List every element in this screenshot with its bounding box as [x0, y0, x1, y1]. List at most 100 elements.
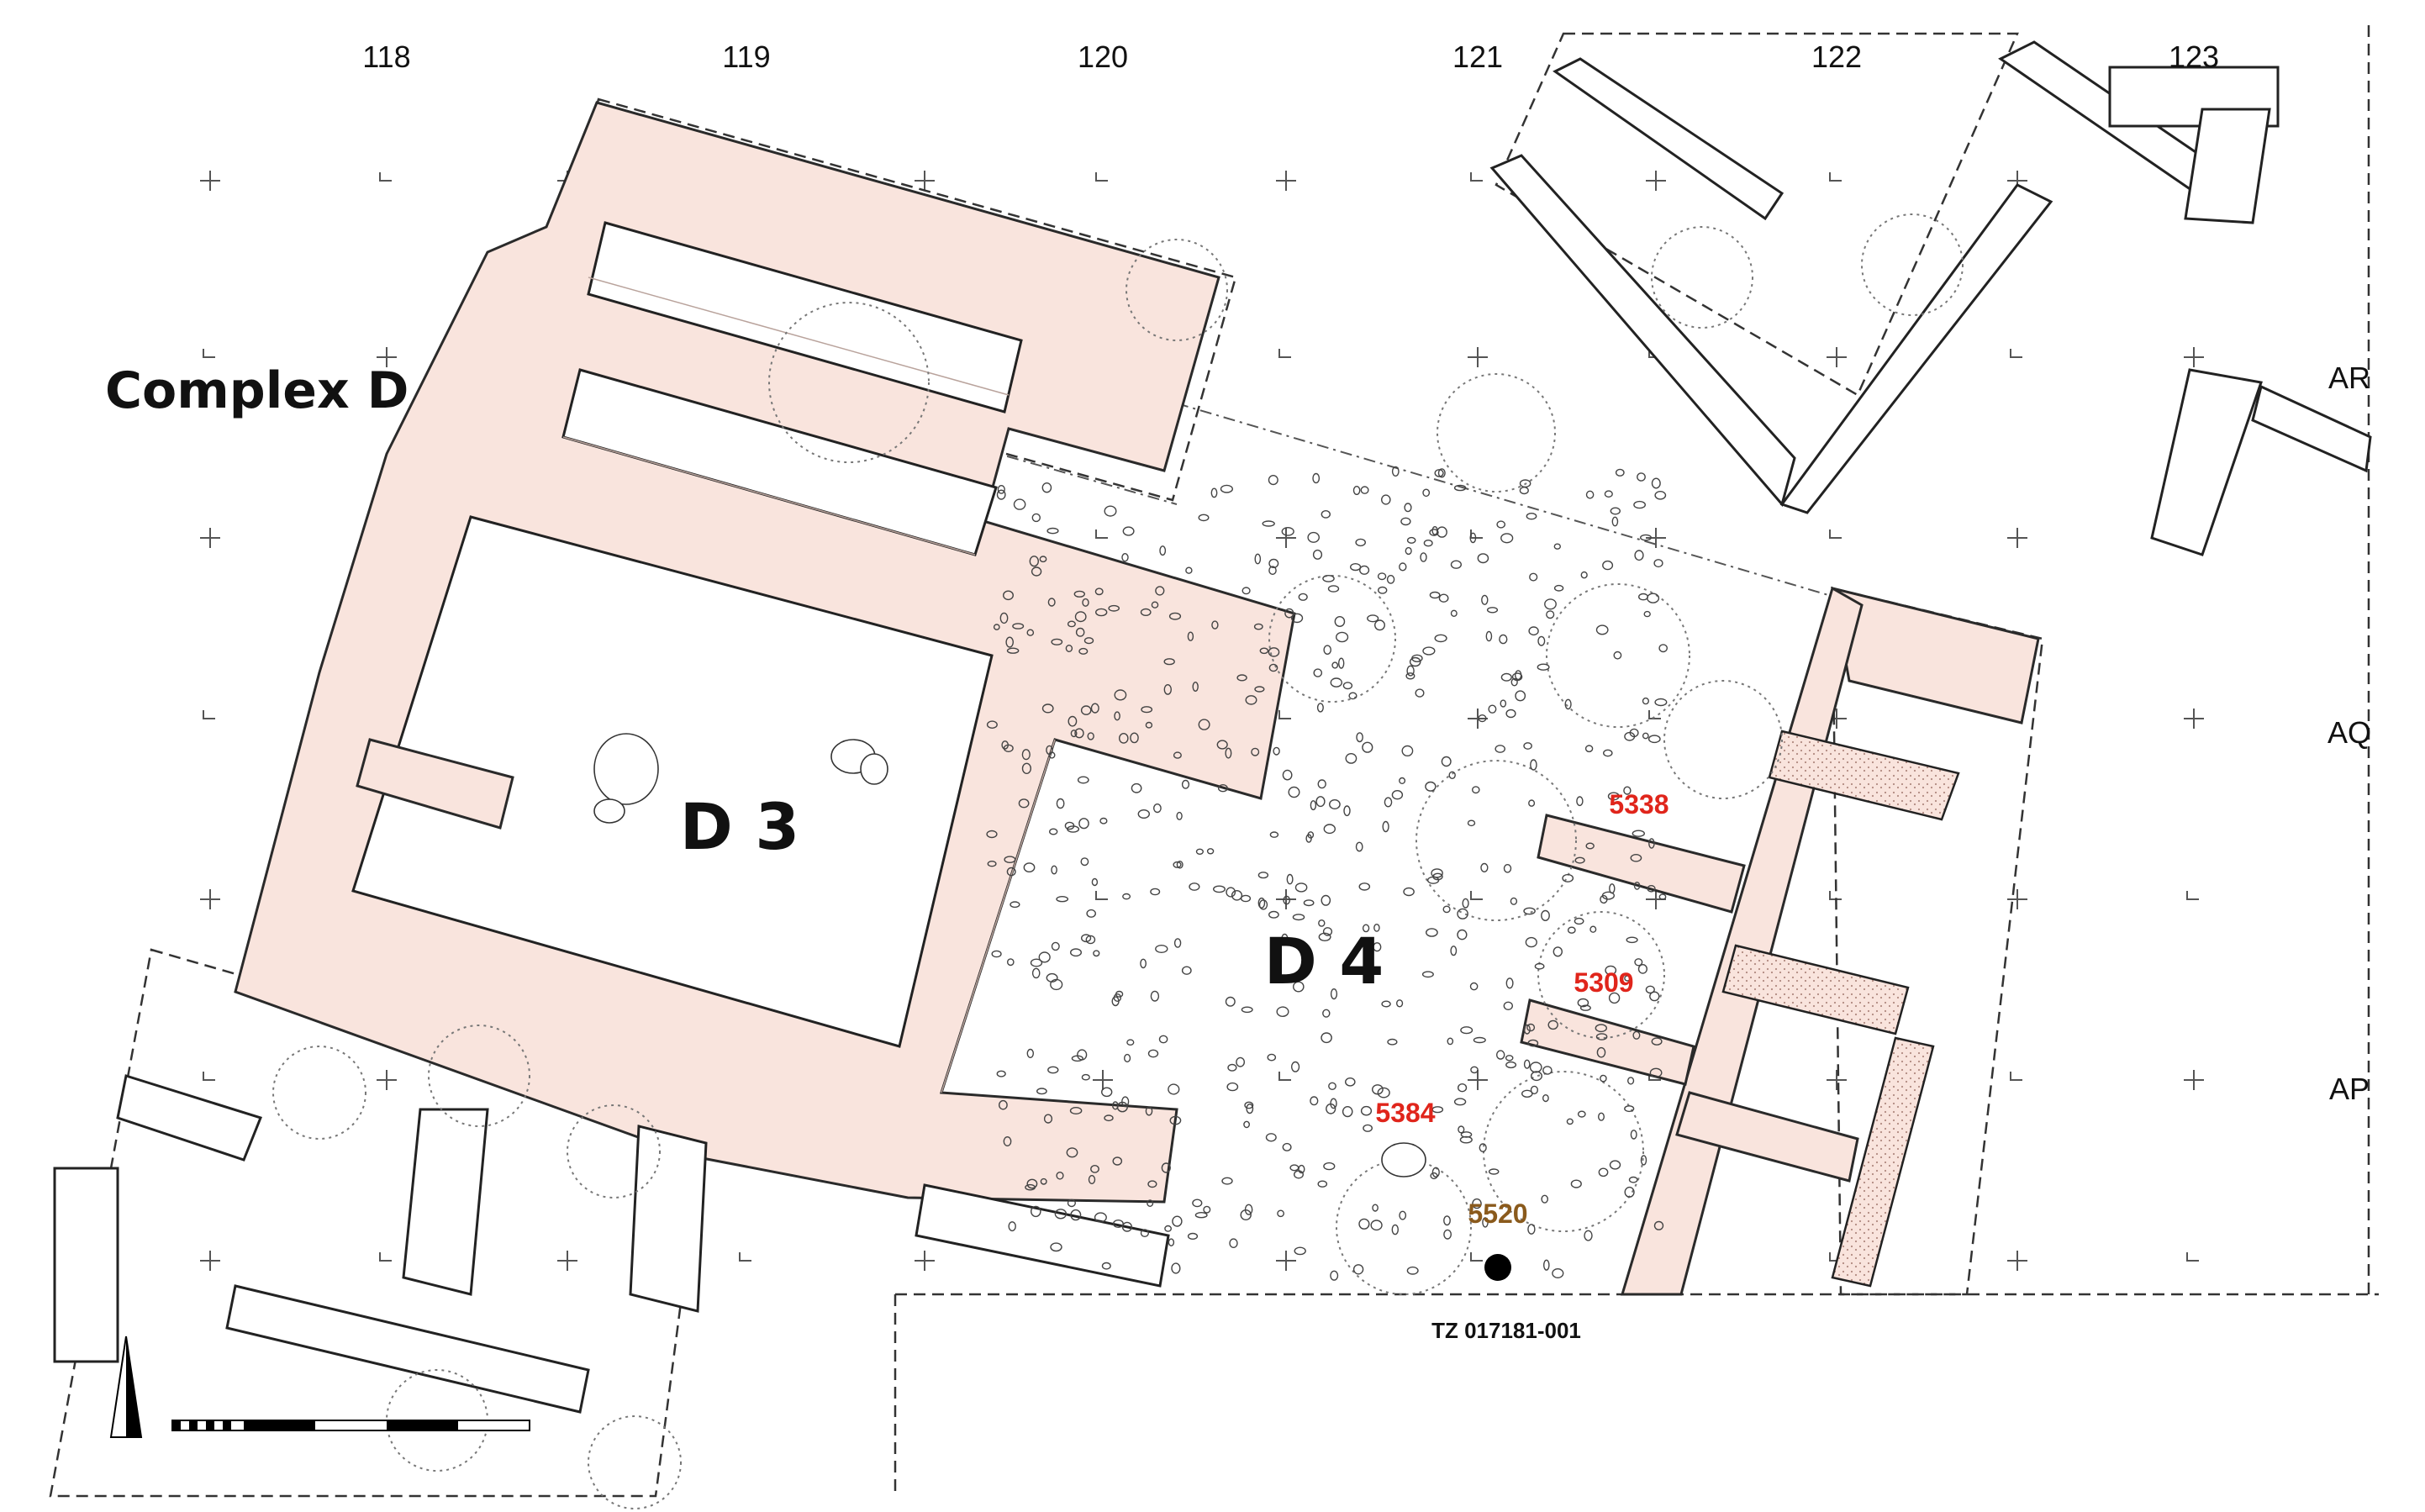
- pebble: [1472, 786, 1480, 794]
- pebble: [1290, 1061, 1300, 1072]
- pebble: [1289, 1164, 1299, 1172]
- pebble: [1437, 526, 1447, 538]
- pebble: [1323, 824, 1336, 835]
- room-label-d3: D 3: [680, 789, 799, 864]
- pebble: [1065, 645, 1073, 653]
- pebble: [1658, 644, 1668, 653]
- pebble: [1589, 925, 1597, 933]
- pebble: [1391, 466, 1400, 477]
- pebble: [986, 830, 998, 839]
- pebble: [1595, 1024, 1608, 1033]
- pebble: [1577, 1110, 1586, 1118]
- pebble: [1080, 705, 1092, 715]
- pebble: [1229, 1238, 1238, 1248]
- pebble: [1051, 941, 1060, 951]
- pebble: [1523, 1024, 1531, 1035]
- pebble: [1322, 927, 1333, 936]
- pebble: [1634, 958, 1643, 967]
- pebble: [1503, 864, 1512, 873]
- pebble: [1521, 1089, 1533, 1098]
- pebble: [1360, 1105, 1373, 1116]
- pebble: [1519, 486, 1529, 495]
- pebble: [1293, 1170, 1304, 1179]
- grid-tick: [739, 1252, 751, 1262]
- pebble: [1078, 647, 1089, 655]
- pebble: [1604, 490, 1613, 498]
- pebble: [1355, 538, 1366, 547]
- pebble: [1438, 593, 1449, 603]
- pebble: [1099, 817, 1108, 824]
- pebble: [1013, 498, 1026, 510]
- pebble: [1391, 1224, 1400, 1235]
- grid-col-121: 121: [1452, 40, 1503, 74]
- pebble: [1245, 695, 1257, 705]
- pebble: [1400, 517, 1411, 526]
- pebble: [1187, 631, 1194, 641]
- pebble: [1029, 556, 1040, 567]
- pebble: [1377, 586, 1388, 594]
- pebble: [1047, 598, 1056, 607]
- pebble: [1313, 668, 1323, 677]
- pebble: [1426, 928, 1438, 937]
- pebble: [1192, 1199, 1203, 1208]
- pebble: [1529, 572, 1538, 582]
- pebble: [1651, 1037, 1663, 1046]
- pebble: [1552, 1267, 1564, 1278]
- pebble: [1159, 545, 1167, 556]
- feature-label-5384: 5384: [1375, 1098, 1435, 1128]
- pebble: [1526, 513, 1537, 520]
- pebble: [1286, 873, 1294, 885]
- pebble: [1259, 647, 1269, 655]
- pebble: [1381, 1000, 1391, 1008]
- pebble: [1021, 762, 1032, 774]
- complex-title: Complex D: [105, 361, 409, 420]
- grid-tick: [1468, 347, 1488, 367]
- pebble: [1041, 482, 1052, 493]
- pebble: [1500, 533, 1514, 544]
- grid-tick: [203, 710, 215, 719]
- pebble: [1505, 977, 1514, 989]
- pebble: [1036, 1088, 1047, 1095]
- pebble: [1362, 924, 1370, 933]
- pebble: [1510, 677, 1518, 687]
- grid-tick: [1468, 709, 1488, 729]
- pebble: [1114, 689, 1127, 701]
- pebble: [1482, 1217, 1489, 1228]
- pebble: [1243, 1120, 1251, 1129]
- pebble: [1542, 1093, 1549, 1103]
- pebble: [1607, 792, 1620, 801]
- pebble: [1546, 610, 1555, 619]
- pebble: [1081, 1073, 1090, 1081]
- pebble: [1001, 740, 1009, 750]
- pebble: [1176, 861, 1184, 869]
- pebble: [1187, 1232, 1199, 1241]
- grid-tick: [1095, 891, 1108, 900]
- pebble: [1609, 1160, 1621, 1170]
- pebble: [1329, 799, 1341, 810]
- pebble: [1121, 553, 1129, 562]
- grid-tick: [1278, 349, 1291, 358]
- pebble: [1356, 732, 1363, 743]
- pebble: [1100, 1087, 1113, 1098]
- pebble: [1443, 1215, 1451, 1226]
- pebble: [1006, 647, 1020, 654]
- pebble: [1088, 1174, 1096, 1184]
- pebble: [1653, 559, 1663, 568]
- pebble: [1023, 862, 1036, 873]
- pebble: [1387, 1038, 1398, 1046]
- pebble: [1085, 935, 1096, 945]
- pebble: [1327, 585, 1340, 593]
- pebble: [1244, 1204, 1253, 1215]
- pebble: [1093, 950, 1100, 957]
- pebble: [1050, 1242, 1062, 1252]
- pebble: [1596, 1046, 1606, 1058]
- grid-col-123: 123: [2169, 40, 2219, 74]
- pebble: [1312, 472, 1321, 484]
- pebble: [1334, 616, 1346, 628]
- pebble: [1282, 1142, 1292, 1151]
- pebble: [1425, 781, 1437, 792]
- pebble: [1101, 1262, 1111, 1270]
- grid-row-aq: AQ: [2327, 715, 2371, 750]
- pebble: [1543, 1259, 1550, 1271]
- pebble: [1515, 690, 1526, 702]
